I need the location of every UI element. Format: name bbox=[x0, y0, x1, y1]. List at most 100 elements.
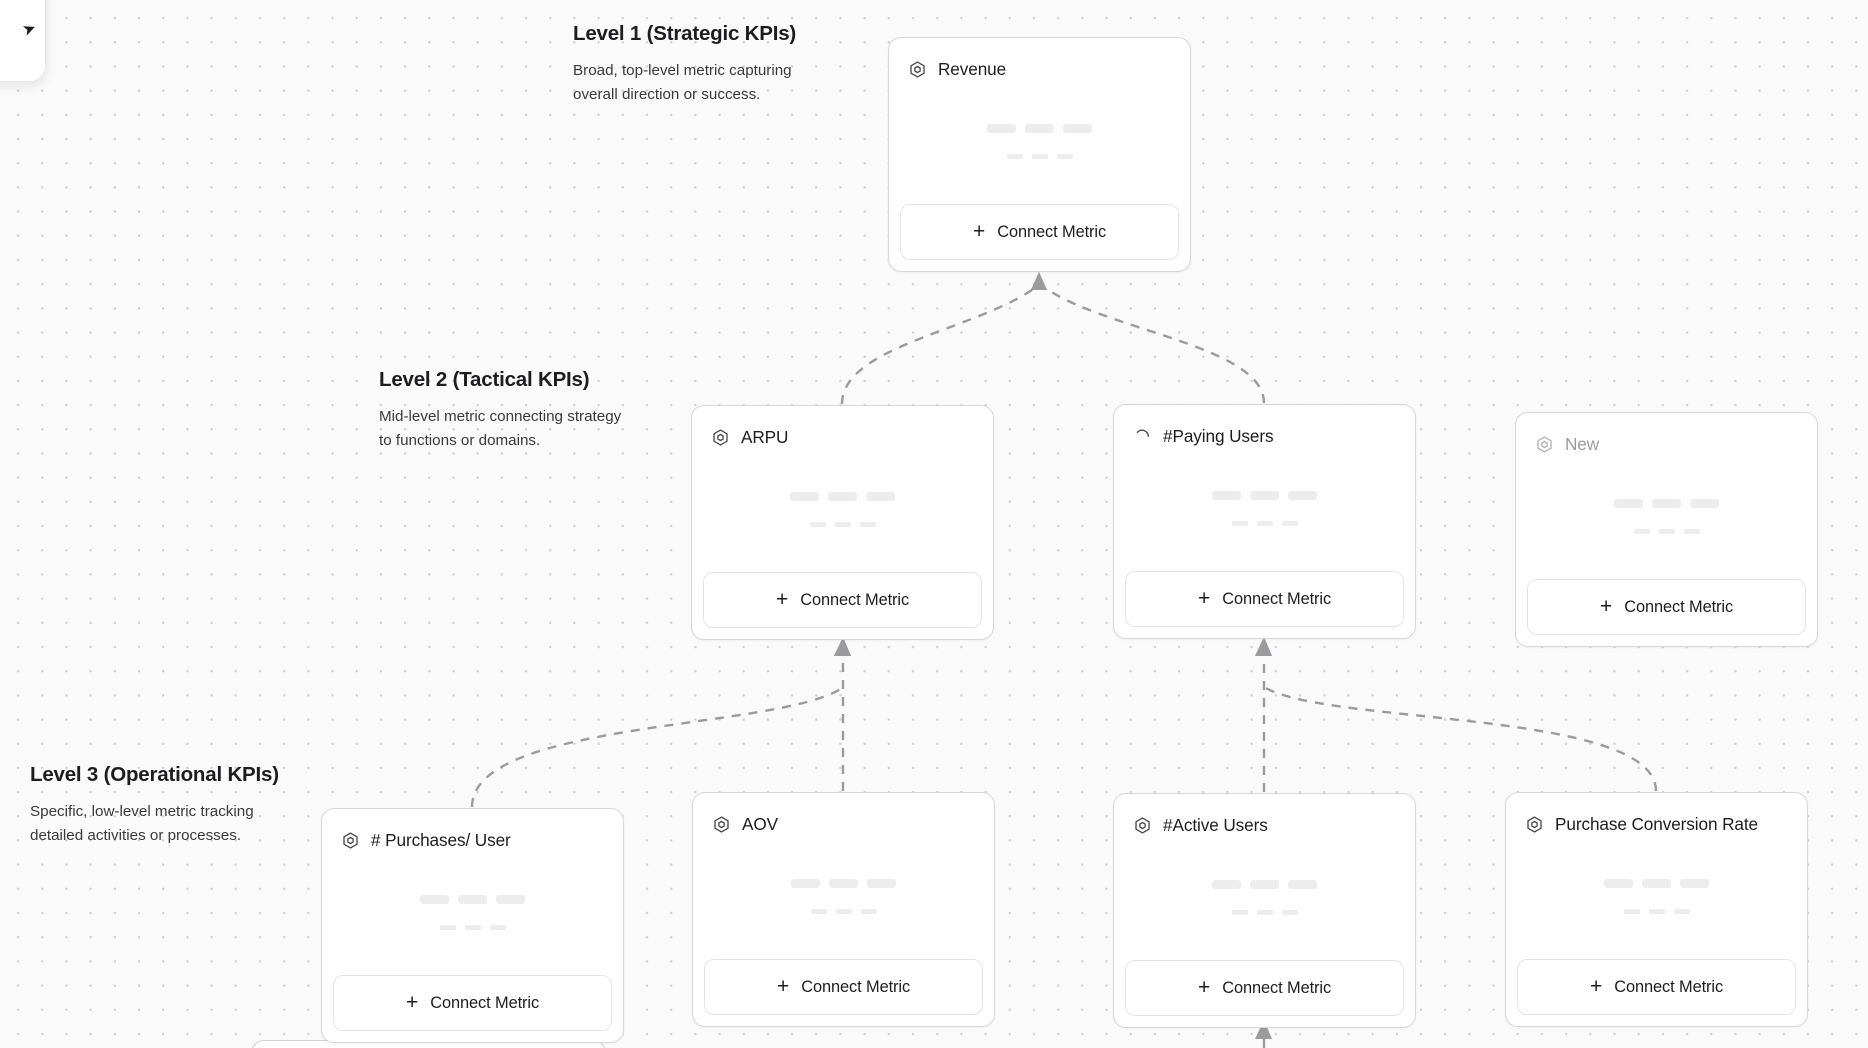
connect-metric-label: Connect Metric bbox=[1614, 977, 1724, 996]
skeleton-bar bbox=[987, 123, 1016, 133]
card-skeleton-body bbox=[889, 84, 1190, 204]
plus-icon: + bbox=[776, 974, 790, 998]
skeleton-bar bbox=[1231, 520, 1248, 526]
skeleton-row-primary bbox=[791, 878, 896, 888]
hexagon-metric-icon bbox=[1535, 435, 1554, 454]
skeleton-bar bbox=[439, 924, 456, 930]
card-title: # Purchases/ User bbox=[371, 830, 511, 850]
level-1-description: Broad, top-level metric capturing overal… bbox=[573, 62, 792, 103]
skeleton-bar bbox=[1250, 490, 1279, 500]
metric-card-purchases-per-user[interactable]: # Purchases/ User + Connect Metric bbox=[321, 808, 624, 1043]
card-title: #Active Users bbox=[1163, 815, 1268, 835]
skeleton-bar bbox=[1288, 490, 1317, 500]
card-header: Revenue bbox=[889, 38, 1190, 84]
metric-card-revenue[interactable]: Revenue + Connect Metric bbox=[888, 37, 1191, 272]
connect-metric-label: Connect Metric bbox=[1222, 589, 1332, 608]
skeleton-bar bbox=[790, 491, 819, 501]
hexagon-metric-icon bbox=[1525, 815, 1544, 834]
metric-card-active-users[interactable]: #Active Users + Connect Metric bbox=[1113, 793, 1416, 1028]
skeleton-bar bbox=[1642, 878, 1671, 888]
connect-metric-label: Connect Metric bbox=[800, 590, 910, 609]
skeleton-bar bbox=[1025, 123, 1054, 133]
connect-metric-button[interactable]: + Connect Metric bbox=[704, 959, 983, 1015]
plus-icon: + bbox=[775, 587, 789, 611]
card-header: #Paying Users bbox=[1114, 405, 1415, 451]
skeleton-bar bbox=[1250, 879, 1279, 889]
metric-card-purchase-conversion-rate[interactable]: Purchase Conversion Rate + Connect Metri… bbox=[1505, 792, 1808, 1027]
connect-metric-button[interactable]: + Connect Metric bbox=[1527, 579, 1806, 635]
loading-spinner-icon bbox=[1133, 427, 1152, 446]
skeleton-bar bbox=[1614, 498, 1643, 508]
connect-metric-label: Connect Metric bbox=[430, 993, 540, 1012]
plus-icon: + bbox=[405, 990, 419, 1014]
cursor-pointer-icon: ➤ bbox=[19, 19, 39, 40]
skeleton-bar bbox=[810, 908, 827, 914]
card-header: New bbox=[1516, 413, 1817, 459]
skeleton-bar bbox=[1680, 878, 1709, 888]
skeleton-bar bbox=[828, 491, 857, 501]
connect-metric-label: Connect Metric bbox=[1624, 597, 1734, 616]
connect-metric-button[interactable]: + Connect Metric bbox=[900, 204, 1179, 260]
card-header: ARPU bbox=[692, 406, 993, 452]
level-1-label: Level 1 (Strategic KPIs) Broad, top-leve… bbox=[573, 22, 828, 107]
skeleton-row-primary bbox=[420, 894, 525, 904]
connect-metric-label: Connect Metric bbox=[801, 977, 911, 996]
card-title: AOV bbox=[742, 814, 778, 834]
metric-card-new[interactable]: New + Connect Metric bbox=[1515, 412, 1818, 647]
skeleton-row-primary bbox=[1212, 879, 1317, 889]
skeleton-row-secondary bbox=[810, 908, 877, 914]
skeleton-bar bbox=[1031, 153, 1048, 159]
skeleton-bar bbox=[1683, 528, 1700, 534]
skeleton-row-secondary bbox=[1633, 528, 1700, 534]
metric-card-arpu[interactable]: ARPU + Connect Metric bbox=[691, 405, 994, 640]
level-2-description: Mid-level metric connecting strategy to … bbox=[379, 408, 622, 449]
level-2-title: Level 2 (Tactical KPIs) bbox=[379, 368, 590, 391]
skeleton-row-secondary bbox=[1006, 153, 1073, 159]
skeleton-bar bbox=[1006, 153, 1023, 159]
card-skeleton-body bbox=[322, 855, 623, 975]
card-title: ARPU bbox=[741, 427, 789, 447]
level-3-title: Level 3 (Operational KPIs) bbox=[30, 763, 279, 786]
card-skeleton-body bbox=[1516, 459, 1817, 579]
skeleton-bar bbox=[1288, 879, 1317, 889]
card-title: #Paying Users bbox=[1163, 426, 1274, 446]
plus-icon: + bbox=[972, 219, 986, 243]
card-title: Revenue bbox=[938, 59, 1007, 79]
skeleton-bar bbox=[420, 894, 449, 904]
skeleton-bar bbox=[458, 894, 487, 904]
card-header: AOV bbox=[693, 793, 994, 839]
card-skeleton-body bbox=[1114, 451, 1415, 571]
skeleton-row-primary bbox=[790, 491, 895, 501]
skeleton-bar bbox=[496, 894, 525, 904]
connect-metric-button[interactable]: + Connect Metric bbox=[703, 572, 982, 628]
card-skeleton-body bbox=[1506, 839, 1807, 959]
skeleton-bar bbox=[809, 521, 826, 527]
skeleton-row-primary bbox=[1604, 878, 1709, 888]
skeleton-bar bbox=[834, 521, 851, 527]
plus-icon: + bbox=[1197, 975, 1211, 999]
hexagon-metric-icon bbox=[1133, 816, 1152, 835]
skeleton-bar bbox=[860, 908, 877, 914]
level-3-label: Level 3 (Operational KPIs) Specific, low… bbox=[30, 763, 285, 848]
skeleton-bar bbox=[1281, 909, 1298, 915]
skeleton-bar bbox=[489, 924, 506, 930]
corner-floating-panel[interactable]: ➤ bbox=[0, 0, 46, 82]
connect-metric-button[interactable]: + Connect Metric bbox=[333, 975, 612, 1031]
skeleton-bar bbox=[1658, 528, 1675, 534]
card-title: Purchase Conversion Rate bbox=[1555, 814, 1759, 834]
skeleton-bar bbox=[835, 908, 852, 914]
metric-card-paying-users[interactable]: #Paying Users + Connect Metric bbox=[1113, 404, 1416, 639]
hexagon-metric-icon bbox=[908, 60, 927, 79]
connect-metric-label: Connect Metric bbox=[997, 222, 1107, 241]
connect-metric-button[interactable]: + Connect Metric bbox=[1125, 960, 1404, 1016]
skeleton-row-secondary bbox=[809, 521, 876, 527]
skeleton-bar bbox=[1256, 909, 1273, 915]
card-skeleton-body bbox=[693, 839, 994, 959]
connect-metric-button[interactable]: + Connect Metric bbox=[1517, 959, 1796, 1015]
skeleton-bar bbox=[1212, 879, 1241, 889]
metric-card-aov[interactable]: AOV + Connect Metric bbox=[692, 792, 995, 1027]
skeleton-row-primary bbox=[1614, 498, 1719, 508]
skeleton-row-secondary bbox=[1231, 909, 1298, 915]
connect-metric-button[interactable]: + Connect Metric bbox=[1125, 571, 1404, 627]
skeleton-bar bbox=[1652, 498, 1681, 508]
